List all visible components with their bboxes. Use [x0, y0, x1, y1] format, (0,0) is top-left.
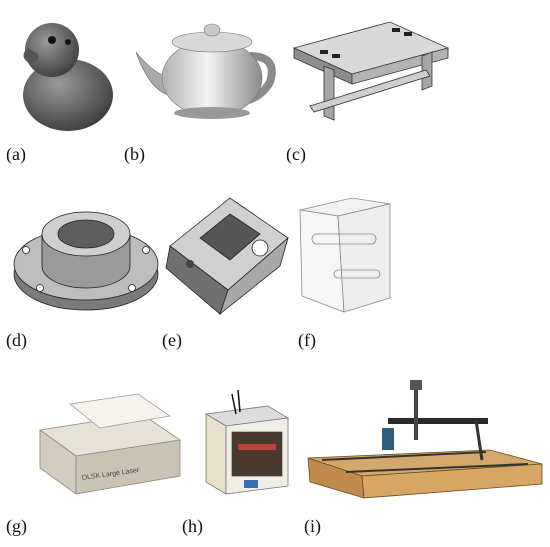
panel-b: (b): [120, 0, 280, 170]
caption-c: (c): [286, 144, 306, 164]
panel-i: (i): [296, 380, 550, 547]
cube-bracket-image: [165, 197, 289, 316]
panel-h: (h): [176, 380, 296, 547]
caption-e: (e): [162, 330, 182, 350]
caption-f: (f): [298, 330, 316, 350]
panel-c: (c): [280, 0, 450, 170]
flange-image: [13, 211, 159, 311]
bench-part-image: [292, 21, 450, 121]
panel-e: (e): [160, 190, 300, 360]
caption-a: (a): [6, 144, 26, 164]
caption-g: (g): [6, 516, 27, 536]
caption-b: (b): [124, 144, 145, 164]
caption-h: (h): [182, 516, 203, 536]
caption-d: (d): [6, 330, 27, 350]
panel-g: OLSK Large Laser (g): [0, 380, 182, 547]
laser-cutter-image: OLSK Large Laser: [38, 393, 182, 495]
duck-image: [23, 23, 113, 131]
cnc-router-image: [307, 380, 543, 499]
caption-i: (i): [304, 516, 321, 536]
transparent-block-image: [299, 197, 391, 313]
panel-d: (d): [0, 190, 170, 360]
3d-printer-image: [204, 389, 290, 495]
panel-f: (f): [292, 190, 402, 360]
panel-a: (a): [0, 0, 140, 170]
teapot-image: [135, 23, 276, 119]
